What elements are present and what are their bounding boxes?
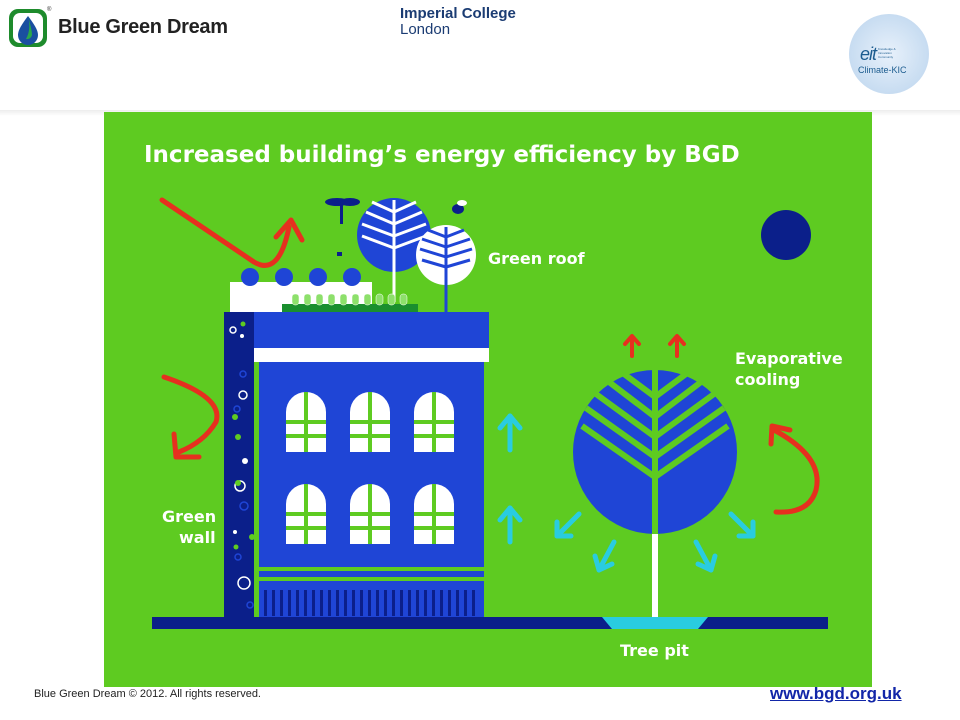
- cooling-arrows-tree-icon: [554, 511, 756, 573]
- header: ® Blue Green Dream Imperial College Lond…: [0, 0, 960, 110]
- imperial-line2: London: [400, 21, 451, 38]
- window: [414, 392, 454, 452]
- window: [350, 484, 390, 544]
- cooling-arrows-building-icon: [497, 413, 523, 545]
- diagram-title: Increased building’s energy efficiency b…: [144, 142, 740, 168]
- label-evaporative-line1: Evaporative: [735, 349, 843, 368]
- evaporative-tree-icon: [573, 370, 737, 620]
- bee-icon: [452, 200, 467, 214]
- evaporation-arrows-icon: [623, 334, 686, 358]
- building-windows: [286, 392, 454, 544]
- registered-mark: ®: [47, 7, 52, 13]
- imperial-line1: Imperial College: [400, 5, 516, 22]
- green-wall-column: [224, 312, 255, 617]
- diagram-svg: Increased building’s energy efficiency b…: [144, 142, 843, 660]
- small-bug-icon: [337, 252, 342, 256]
- imperial-logo: Imperial College London: [400, 6, 516, 38]
- tree-pit: [602, 617, 708, 629]
- footer-website-link[interactable]: www.bgd.org.uk: [770, 684, 902, 703]
- label-green-roof: Green roof: [488, 249, 586, 268]
- heat-arrow-roof-icon: [159, 197, 305, 268]
- label-green-wall-line1: Green: [162, 507, 216, 526]
- eit-mark: eit: [860, 44, 877, 64]
- eit-small-text: Knowledge & Innovation Community: [878, 47, 896, 59]
- footer-copyright: Blue Green Dream © 2012. All rights rese…: [34, 688, 261, 700]
- label-tree-pit: Tree pit: [620, 641, 689, 660]
- label-green-wall-line2: wall: [179, 528, 216, 547]
- roof-tree-large-icon: [357, 198, 431, 302]
- building: [224, 312, 489, 617]
- window: [414, 484, 454, 544]
- brand-name: Blue Green Dream: [58, 16, 228, 38]
- roof-planter: [230, 268, 418, 312]
- dragonfly-icon: [325, 198, 360, 224]
- sun-icon: [761, 210, 811, 260]
- ground-line: [152, 617, 828, 629]
- roof-tree-small-icon: [416, 225, 476, 312]
- heat-arrow-tree-icon: [768, 423, 820, 515]
- bgd-logo-icon: [9, 9, 47, 47]
- diagram-panel: Increased building’s energy efficiency b…: [104, 112, 872, 687]
- label-evaporative-line2: cooling: [735, 370, 800, 389]
- window: [350, 392, 390, 452]
- window: [286, 484, 326, 544]
- heat-arrow-wall-icon: [161, 374, 220, 460]
- eit-climate-kic: Climate-KIC: [858, 65, 907, 75]
- window: [286, 392, 326, 452]
- eit-logo-circle: [849, 14, 929, 94]
